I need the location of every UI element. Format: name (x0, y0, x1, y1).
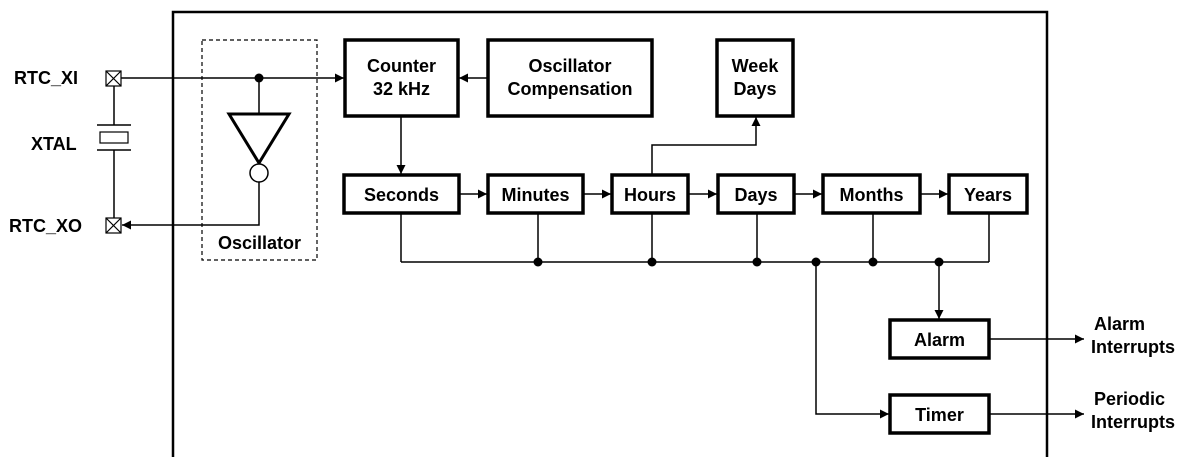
oscillator-region (201, 39, 318, 261)
counter-block (343, 38, 460, 118)
week-days-label-2: Days (733, 79, 776, 99)
oscillator-label: Oscillator (218, 233, 301, 253)
timer-label: Timer (915, 405, 964, 425)
rtc-module-boundary (171, 10, 1049, 457)
crystal-icon (97, 86, 131, 218)
hours-block (610, 173, 690, 215)
osc-compensation-label-2: Compensation (507, 79, 632, 99)
pin-xtal-label: XTAL (31, 134, 77, 154)
hours-label: Hours (624, 185, 676, 205)
days-block (716, 173, 796, 215)
years-block (947, 173, 1029, 215)
alarm-label: Alarm (914, 330, 965, 350)
xo-wire (122, 182, 260, 230)
days-label: Days (734, 185, 777, 205)
osc-compensation-block (486, 38, 654, 118)
pin-rtc-xo-icon (105, 217, 122, 234)
counter-freq-label: 32 kHz (373, 79, 430, 99)
pin-rtc-xo-label: RTC_XO (9, 216, 82, 236)
alarm-interrupts-label-2: Interrupts (1091, 337, 1175, 357)
osc-compensation-label-1: Oscillator (528, 56, 611, 76)
periodic-interrupts-label-1: Periodic (1094, 389, 1165, 409)
minutes-label: Minutes (501, 185, 569, 205)
years-label: Years (964, 185, 1012, 205)
alarm-block (888, 318, 991, 360)
alarm-interrupts-label-1: Alarm (1094, 314, 1145, 334)
inverter-icon (226, 112, 292, 183)
pin-rtc-xi-label: RTC_XI (14, 68, 78, 88)
months-label: Months (840, 185, 904, 205)
periodic-interrupts-label-2: Interrupts (1091, 412, 1175, 432)
minutes-block (486, 173, 585, 215)
seconds-label: Seconds (364, 185, 439, 205)
pin-rtc-xi-icon (105, 70, 122, 87)
week-days-label-1: Week (732, 56, 780, 76)
counter-label: Counter (367, 56, 436, 76)
week-days-block (715, 38, 795, 118)
